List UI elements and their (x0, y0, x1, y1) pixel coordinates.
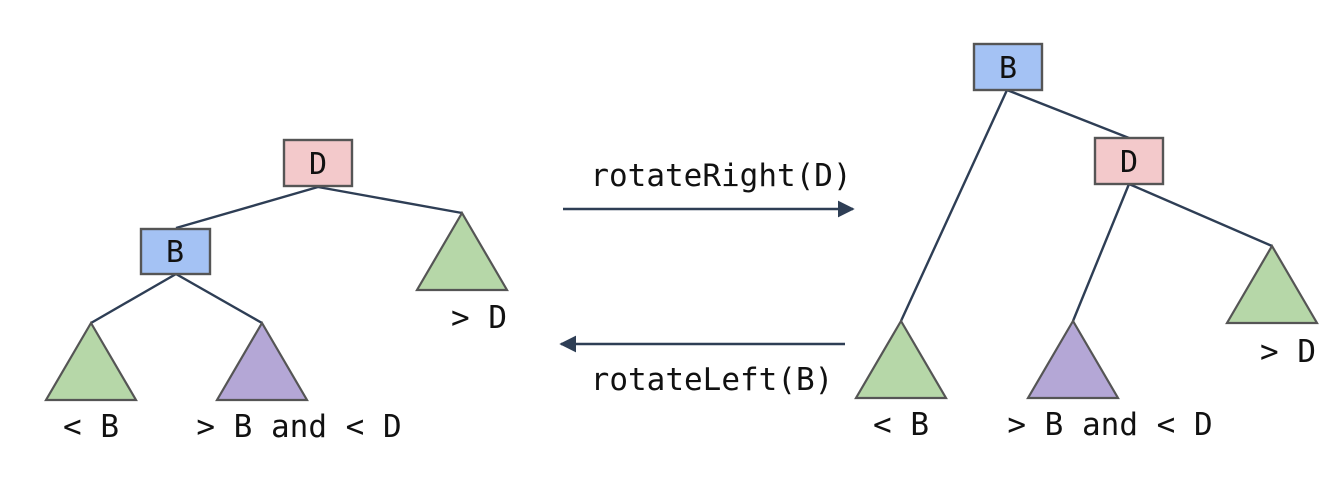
right-root-label: B (999, 51, 1017, 86)
right-edge-d-to-gt-d (1128, 182, 1273, 248)
left-root-node: D (282, 138, 354, 188)
left-child-node: B (139, 227, 212, 276)
rotate-left-label: rotateLeft(B) (591, 362, 834, 398)
right-root-box (972, 42, 1044, 92)
right-subtree-between (1026, 318, 1120, 400)
left-tree: D B < B > B and < D > D (44, 138, 509, 445)
right-tree: B D < B > B and < D > D (854, 42, 1319, 443)
left-subtree-gt-d (415, 210, 509, 292)
right-child-box (1093, 136, 1165, 186)
left-subtree-gt-d-label: > D (451, 300, 507, 336)
rotate-right-label: rotateRight(D) (590, 158, 851, 194)
left-child-label: B (166, 235, 184, 270)
right-subtree-gt-d-label: > D (1260, 334, 1316, 370)
right-subtree-lt-b (854, 318, 948, 400)
left-edge-d-to-gt-d (317, 185, 463, 215)
right-child-node: D (1093, 136, 1165, 186)
right-edge-d-to-between (1071, 183, 1131, 322)
left-edge-d-to-b (175, 185, 319, 230)
left-root-label: D (309, 147, 327, 182)
left-subtree-lt-b-label: < B (63, 409, 119, 445)
left-child-box (139, 227, 212, 276)
rotation-operations: rotateRight(D) rotateLeft(B) (559, 158, 855, 398)
right-subtree-between-label: > B and < D (1007, 407, 1212, 443)
left-edge-b-to-between (175, 272, 263, 325)
left-root-box (282, 138, 354, 188)
left-subtree-between (215, 320, 309, 402)
left-edge-b-to-lt-b (90, 272, 177, 325)
right-edge-b-to-lt-b (899, 89, 1009, 322)
left-subtree-lt-b (44, 320, 138, 402)
left-subtree-between-label: > B and < D (196, 409, 401, 445)
right-child-label: D (1120, 145, 1138, 180)
right-edge-b-to-d (1006, 88, 1130, 140)
right-subtree-gt-d (1225, 243, 1319, 325)
right-root-node: B (972, 42, 1044, 92)
right-subtree-lt-b-label: < B (873, 407, 929, 443)
